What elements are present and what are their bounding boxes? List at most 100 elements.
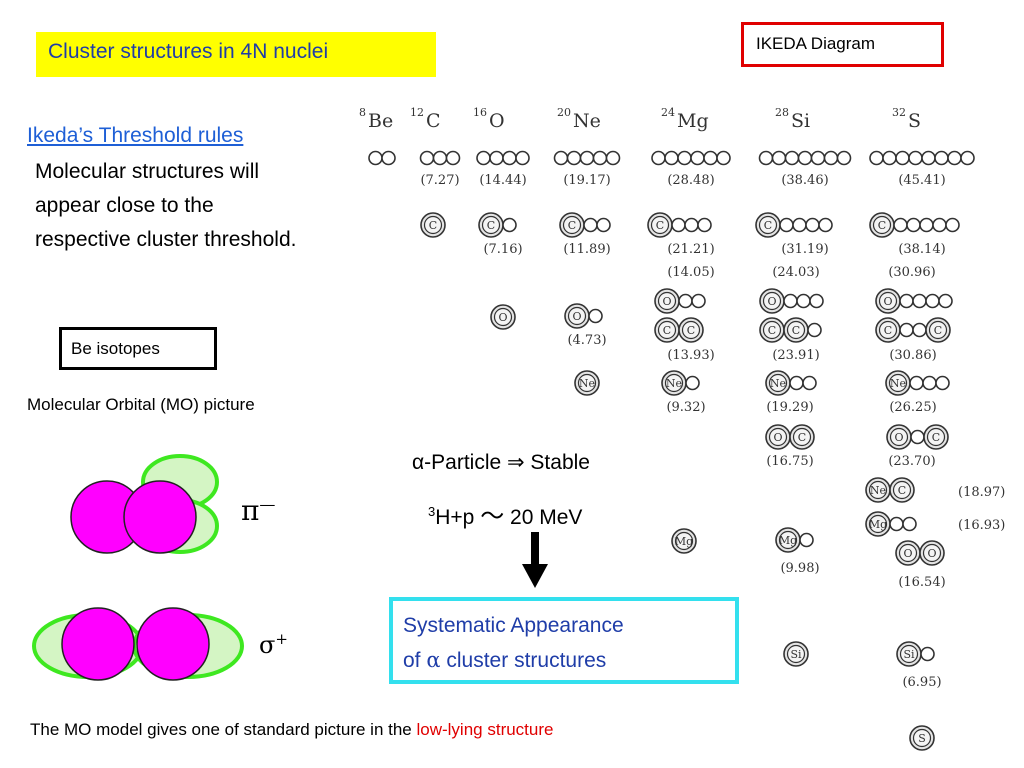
threshold-energy: (13.93)	[667, 348, 714, 363]
cluster-label: O	[927, 547, 936, 560]
alpha-ball	[592, 150, 608, 166]
threshold-energy: (30.86)	[889, 348, 936, 363]
alpha-ball	[583, 217, 598, 233]
alpha-ball	[445, 150, 461, 166]
heavy-cluster-core	[577, 373, 597, 393]
alpha-ball	[381, 150, 396, 166]
heavy-cluster-core	[664, 373, 684, 393]
alpha-ball	[935, 375, 950, 391]
heavy-cluster-core	[922, 543, 942, 563]
heavy-cluster-core	[768, 427, 788, 447]
heavy-cluster-core	[868, 480, 888, 500]
pi-symbol: π	[241, 494, 260, 527]
alpha-ball	[758, 150, 774, 166]
cluster-label: O	[662, 295, 671, 308]
threshold-energy: (9.98)	[780, 561, 819, 576]
heavy-cluster-core	[423, 215, 443, 235]
alpha-ball	[889, 516, 904, 532]
threshold-energy: (16.93)	[958, 518, 1005, 533]
heavy-cluster-core	[786, 320, 806, 340]
cluster-label: Ne	[770, 377, 786, 390]
cluster-label: O	[498, 311, 507, 324]
threshold-energy: (7.27)	[420, 173, 459, 188]
alpha-ball	[920, 646, 935, 662]
alpha-ball	[799, 532, 814, 548]
alpha-ball	[925, 293, 940, 309]
cluster-label: Mg	[675, 535, 693, 548]
alpha-ball	[489, 150, 504, 166]
cluster-label: C	[663, 324, 671, 337]
heavy-cluster-core	[792, 427, 812, 447]
nucleus-name: Be	[368, 110, 393, 132]
cluster-label: C	[884, 324, 892, 337]
alpha-ball	[836, 150, 852, 166]
nucleus-mass-number: 12	[410, 106, 424, 119]
cluster-label: C	[487, 219, 495, 232]
alpha-ball	[771, 150, 787, 166]
mo-model-footnote: The MO model gives one of standard pictu…	[30, 720, 554, 739]
alpha-cluster-right	[136, 607, 210, 681]
threshold-energy: (26.25)	[889, 400, 936, 415]
threshold-energy: (38.46)	[781, 173, 828, 188]
sigma-sign: +	[275, 630, 288, 648]
heavy-cluster-core	[898, 543, 918, 563]
alpha-ball	[432, 150, 448, 166]
heavy-cluster-core	[493, 307, 513, 327]
cluster-label: C	[934, 324, 942, 337]
cluster-label: O	[572, 310, 581, 323]
nucleus-mass-number: 24	[661, 106, 675, 119]
alpha-ball	[368, 150, 383, 166]
alpha-ball	[784, 150, 800, 166]
heavy-cluster-core	[567, 306, 587, 326]
alpha-ball	[685, 375, 700, 391]
alpha-cluster-left	[61, 607, 135, 681]
alpha-ball	[596, 217, 611, 233]
threshold-energy: (23.70)	[888, 454, 935, 469]
alpha-ball	[579, 150, 595, 166]
systematic-appearance-box: Systematic Appearance of α cluster struc…	[389, 597, 739, 684]
nucleus-name: Mg	[677, 110, 709, 132]
rules-line-3: respective cluster threshold.	[35, 228, 297, 251]
cluster-label: Mg	[779, 534, 797, 547]
systematic-line-1: Systematic Appearance	[403, 614, 624, 637]
cluster-label: C	[932, 431, 940, 444]
nucleus-mass-number: 28	[775, 106, 789, 119]
pi-orbital-label: π—	[241, 494, 275, 527]
alpha-ball	[899, 293, 914, 309]
heavy-cluster-core	[889, 427, 909, 447]
cluster-label: C	[687, 324, 695, 337]
alpha-ball	[553, 150, 569, 166]
alpha-ball	[797, 150, 813, 166]
alpha-cluster-right	[123, 480, 197, 554]
alpha-ball	[912, 322, 927, 338]
cluster-label: O	[883, 295, 892, 308]
alpha-ball	[893, 217, 908, 233]
alpha-ball	[716, 150, 731, 166]
nucleus-name: Ne	[573, 110, 601, 132]
alpha-ball	[783, 293, 798, 309]
alpha-ball	[908, 150, 923, 166]
nucleus-mass-number: 32	[892, 106, 906, 119]
alpha-ball	[902, 516, 917, 532]
alpha-symbol: α	[426, 648, 441, 672]
alpha-ball	[476, 150, 491, 166]
alpha-ball	[818, 217, 833, 233]
heavy-cluster-core	[878, 291, 898, 311]
threshold-rules-link[interactable]: Ikeda’s Threshold rules	[27, 124, 244, 147]
threshold-energy: (14.44)	[479, 173, 526, 188]
alpha-ball	[671, 217, 686, 233]
cluster-label: O	[767, 295, 776, 308]
heavy-cluster-core	[778, 530, 798, 550]
alpha-ball	[945, 217, 960, 233]
threshold-energy: (19.29)	[766, 400, 813, 415]
heavy-cluster-core	[562, 215, 582, 235]
sigma-orbital-figure	[32, 607, 244, 681]
cluster-label: C	[568, 219, 576, 232]
threshold-energy: (24.03)	[772, 265, 819, 280]
alpha-ball	[809, 293, 824, 309]
heavy-cluster-core	[762, 320, 782, 340]
threshold-energy: (31.19)	[781, 242, 828, 257]
ikeda-diagram-label: IKEDA Diagram	[741, 22, 944, 67]
heavy-cluster-core	[768, 373, 788, 393]
